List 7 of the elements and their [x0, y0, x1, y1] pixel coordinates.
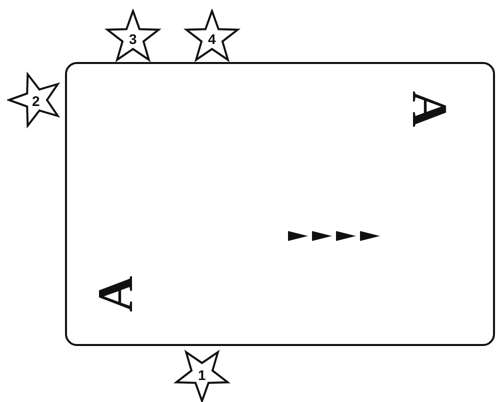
star-number: 3: [129, 32, 137, 46]
card-letter: A: [90, 276, 140, 312]
playing-card: [65, 62, 495, 346]
star-number: 1: [198, 368, 206, 382]
star-number: 4: [208, 32, 216, 46]
star-number: 2: [32, 94, 40, 108]
card-letter: A: [405, 90, 456, 128]
